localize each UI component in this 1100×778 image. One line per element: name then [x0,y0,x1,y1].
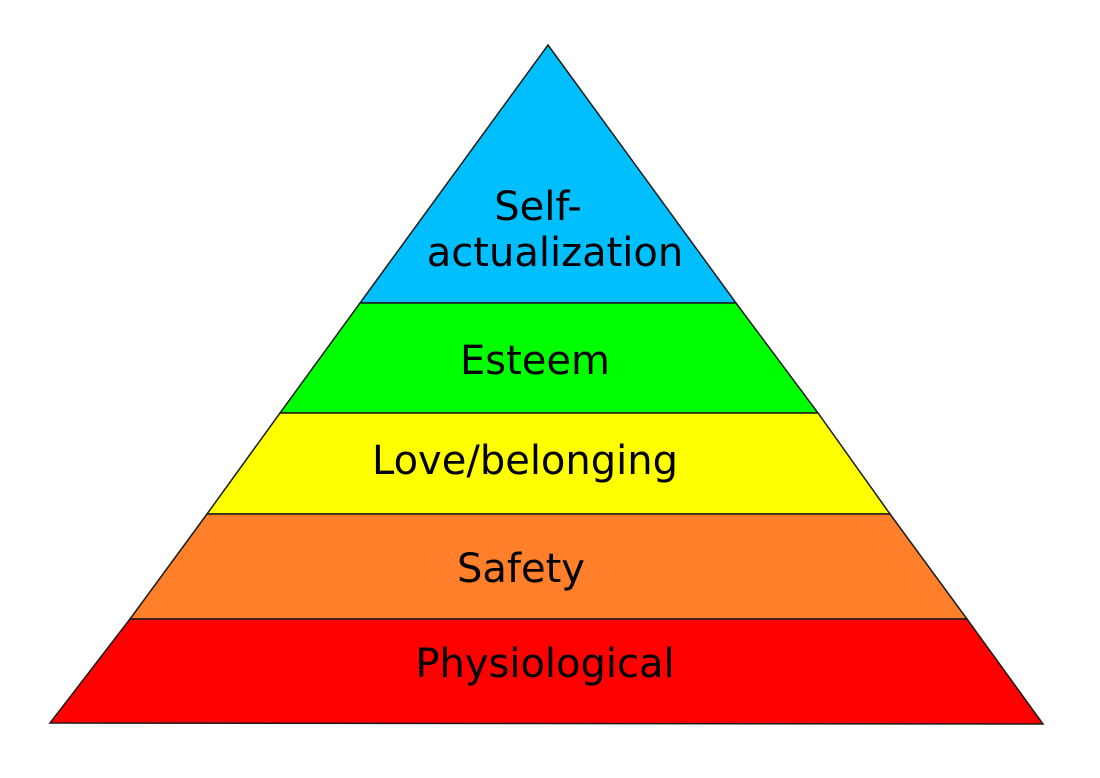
level-physiological [48,618,1045,725]
label-safety: Safety [457,546,585,592]
label-love-belonging: Love/belonging [372,438,678,484]
label-esteem: Esteem [460,338,610,384]
label-self-line2: actualization [427,230,683,276]
label-physiological: Physiological [415,641,674,687]
label-self-line1: Self- [494,184,581,230]
